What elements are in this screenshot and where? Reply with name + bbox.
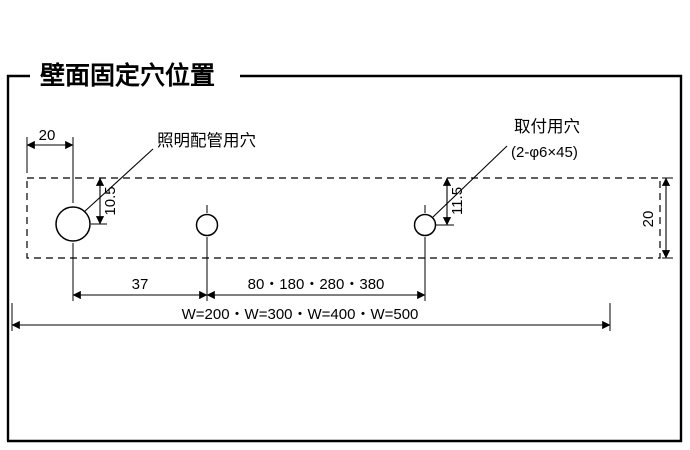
dim-plate-height: 20 [640,177,673,259]
dim-text-overall-width: W=200・W=300・W=400・W=500 [182,306,419,323]
outer-border [6,74,683,443]
leader-line [432,145,508,218]
dim-left-offset: 20 [26,127,74,203]
border-right-segment [7,74,683,443]
center-mounting-hole [195,213,219,237]
dim-hole-pitch-1: 37 [72,237,208,301]
border-left-segment [6,74,30,441]
plate-outline [26,177,661,259]
dim-overall-width: W=200・W=300・W=400・W=500 [11,303,611,331]
dim-text-hole-pitch-1: 37 [132,276,149,293]
dim-text-hole-pitch-2: 80・180・280・380 [248,276,385,293]
dim-text-left-offset: 20 [39,127,56,144]
leader-line [83,148,154,213]
callout-text-mounting-hole: 取付用穴 [514,117,580,136]
callout-mounting-hole: 取付用穴 (2-φ6×45) [432,117,580,218]
lighting-pipe-hole [55,206,91,242]
right-mounting-hole [413,213,437,237]
callout-lighting-hole: 照明配管用穴 [83,131,256,213]
dim-text-lighting-top-offset: 10.5 [102,186,119,215]
dim-text-plate-height: 20 [640,211,657,228]
callout-text-lighting-hole: 照明配管用穴 [157,131,256,150]
callout-text-mounting-hole-spec: (2-φ6×45) [511,144,578,161]
dim-hole-pitch-2: 80・180・280・380 [206,237,426,301]
dim-lighting-top-offset: 10.5 [91,177,119,225]
diagram-title: 壁面固定穴位置 [40,61,215,90]
dim-mounting-top-offset: 11.5 [436,177,466,226]
dim-text-mounting-top-offset: 11.5 [449,187,466,215]
